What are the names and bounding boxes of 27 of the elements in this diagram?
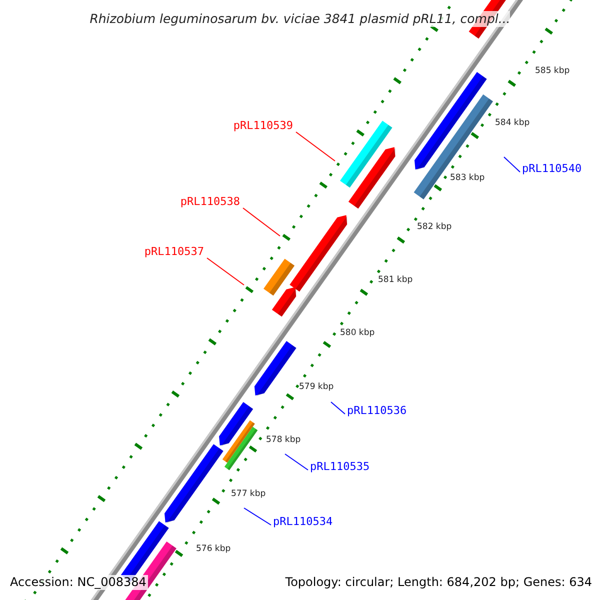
tick-label: 576 kbp [196, 544, 231, 555]
tick-label: 585 kbp [535, 66, 570, 77]
leader-line [284, 454, 308, 470]
leader-line [206, 258, 244, 286]
gene-label: pRL110538 [180, 195, 240, 208]
tick-label: 579 kbp [299, 382, 334, 393]
tick-label: 584 kbp [495, 118, 530, 129]
topology-text: Topology: circular; Length: 684,202 bp; Genes: 634 [283, 575, 594, 590]
gene-label: pRL110535 [310, 460, 370, 473]
tick-label: 581 kbp [378, 275, 413, 286]
gene-label: pRL110534 [273, 515, 333, 528]
leader-line [244, 508, 272, 526]
gene-label: pRL110539 [233, 119, 293, 132]
leader-line [242, 208, 280, 236]
gene-label: pRL110536 [347, 404, 407, 417]
tick-label: 578 kbp [266, 435, 301, 446]
tick-label: 582 kbp [417, 222, 452, 233]
leader-line [296, 132, 336, 162]
title: Rhizobium leguminosarum bv. viciae 3841 plasmid pRL11, compl... [90, 11, 510, 27]
tick-label: 580 kbp [340, 328, 375, 339]
leader-line [330, 402, 346, 414]
tick-label: 577 kbp [231, 489, 266, 500]
leader-line [504, 156, 520, 172]
tick-label: 583 kbp [450, 173, 485, 184]
gene-label: pRL110537 [144, 245, 204, 258]
gene-label: pRL110540 [522, 162, 582, 175]
accession-text: Accession: NC_008384 [8, 575, 148, 590]
